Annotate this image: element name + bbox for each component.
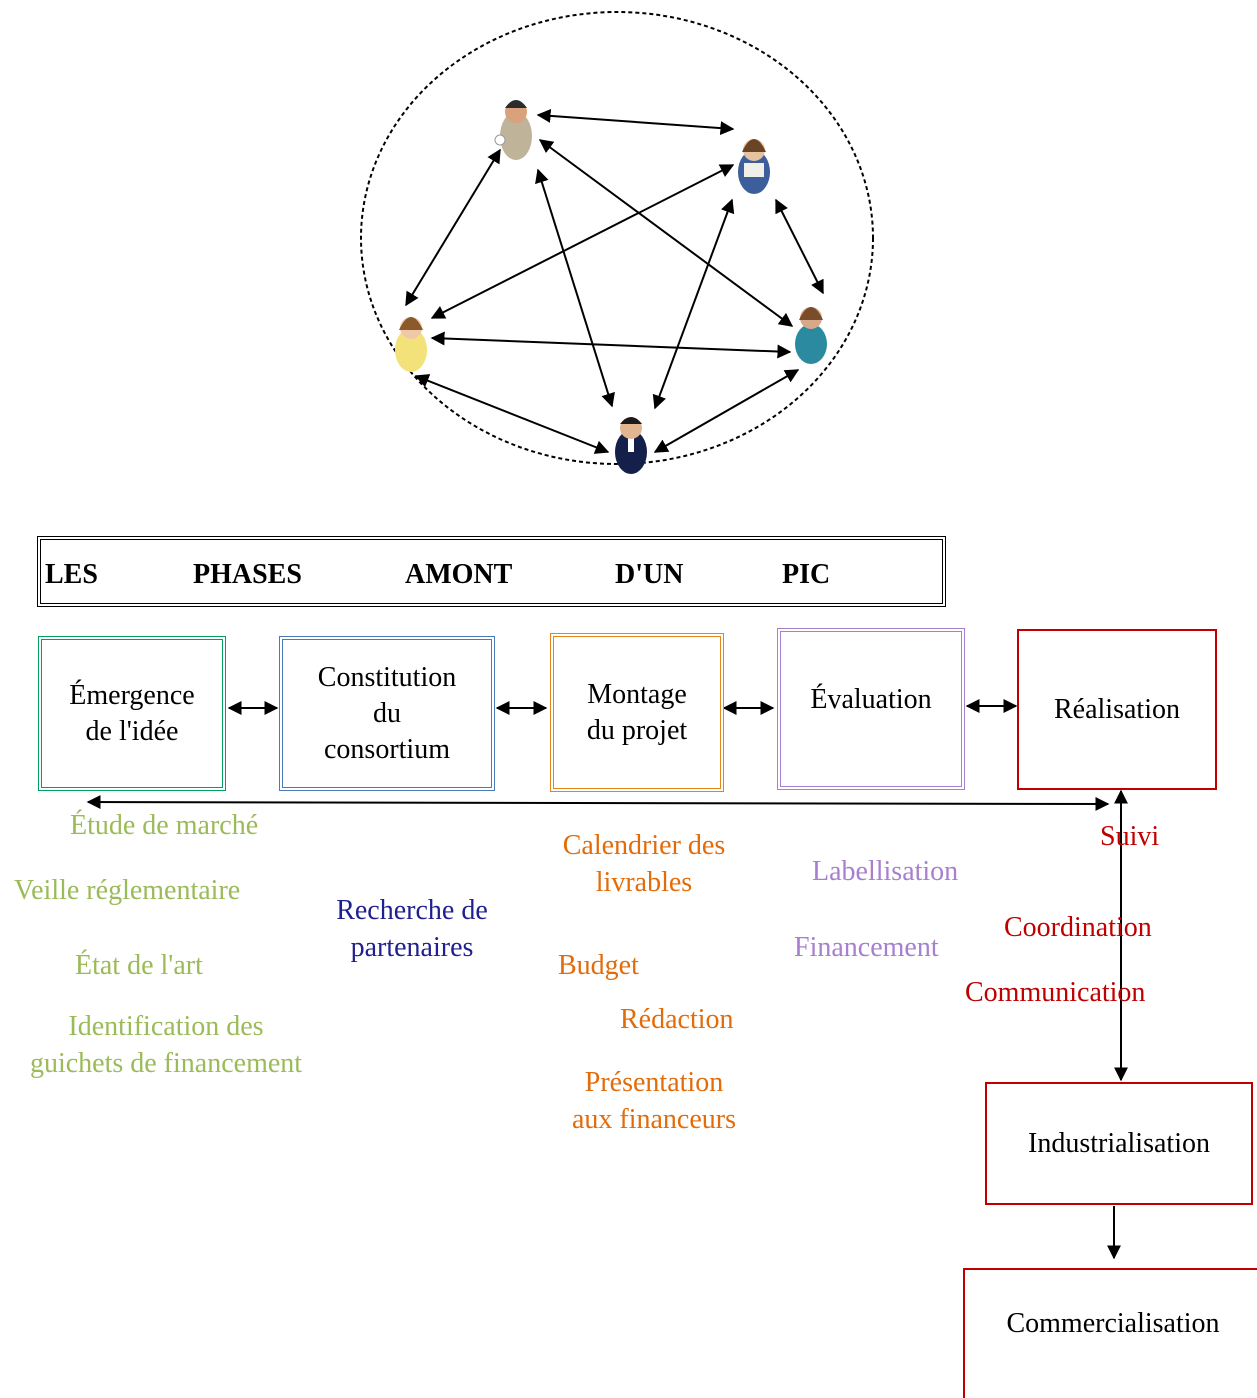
task-suivi: Suivi — [1100, 821, 1160, 852]
task-etude-marche: Étude de marché — [70, 810, 259, 841]
man-beige-icon — [494, 100, 532, 160]
task-recherche-partenaires: Recherche de partenaires — [336, 895, 488, 963]
phase-evaluation: Évaluation — [777, 628, 965, 790]
task-presentation: Présentation aux financeurs — [571, 1067, 737, 1135]
phase-industrialisation: Industrialisation — [985, 1082, 1253, 1205]
task-labellisation: Labellisation — [812, 856, 959, 887]
task-budget: Budget — [558, 950, 639, 981]
phase-montage: Montage du projet — [550, 633, 724, 792]
link-3-5 — [414, 374, 610, 454]
task-calendrier: Calendrier des livrables — [562, 830, 726, 898]
link-1-5 — [535, 168, 615, 408]
phase-constitution: Constitution du consortium — [279, 636, 495, 791]
link-2-4 — [775, 198, 824, 295]
task-redaction: Rédaction — [620, 1004, 734, 1035]
phase-realisation: Réalisation — [1017, 629, 1217, 790]
task-etat-art: État de l'art — [75, 950, 203, 981]
title-word-dun: D'UN — [615, 559, 684, 590]
task-financement: Financement — [794, 932, 939, 963]
task-coordination: Coordination — [1004, 912, 1152, 943]
title-word-les: LES — [45, 559, 98, 590]
arrow-long-feedback — [86, 795, 1110, 811]
phase-commercialisation: Commercialisation — [963, 1268, 1257, 1398]
link-3-4 — [430, 331, 792, 359]
link-1-3 — [405, 148, 501, 307]
man-navy-icon — [615, 417, 647, 474]
woman-blue-icon — [738, 139, 770, 194]
link-4-5 — [653, 369, 800, 453]
network-circle — [360, 11, 874, 465]
title-word-phases: PHASES — [193, 559, 302, 590]
task-communication: Communication — [965, 977, 1146, 1008]
task-veille: Veille réglementaire — [14, 875, 241, 906]
link-2-5 — [652, 198, 735, 410]
task-guichets: Identification des guichets de financeme… — [29, 1011, 303, 1079]
woman-teal-icon — [795, 307, 827, 364]
link-2-3 — [430, 164, 735, 319]
woman-yellow-icon — [395, 317, 427, 372]
link-1-2 — [536, 108, 735, 136]
title-word-amont: AMONT — [405, 559, 513, 590]
phase-emergence: Émergence de l'idée — [38, 636, 226, 791]
title-box: LES PHASES AMONT D'UN PIC — [37, 536, 946, 607]
title-word-pic: PIC — [782, 559, 831, 590]
